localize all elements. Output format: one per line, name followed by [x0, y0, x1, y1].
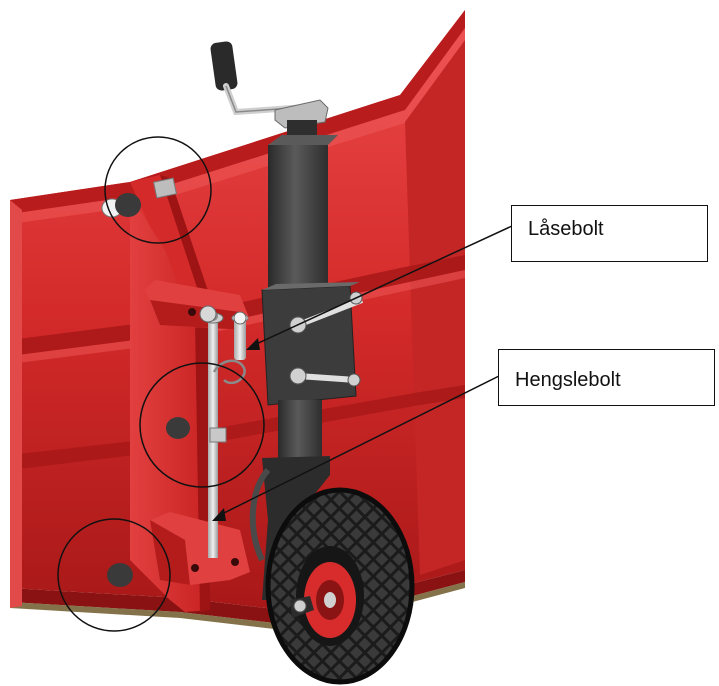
arrowhead-locking-bolt [246, 338, 260, 350]
leader-line-hinge-bolt [217, 375, 500, 517]
hinge-bracket [130, 175, 250, 612]
leader-line-locking-bolt [251, 225, 513, 347]
arrowhead-hinge-bolt [212, 508, 226, 521]
leader-lines [212, 225, 513, 521]
jockey-jack [210, 41, 364, 600]
callout-hinge-bolt: Hengslebolt [498, 349, 715, 406]
lower-pivot-circle [57, 518, 171, 632]
highlight-circles [57, 136, 265, 632]
jockey-wheel [265, 487, 415, 685]
bolt-heads [101, 177, 247, 587]
callout-locking-bolt-label: Låsebolt [528, 218, 604, 240]
middle-pin-circle [139, 362, 265, 488]
callout-hinge-bolt-label: Hengslebolt [515, 369, 621, 391]
upper-pivot-circle [104, 136, 212, 244]
callout-locking-bolt: Låsebolt [511, 205, 708, 262]
